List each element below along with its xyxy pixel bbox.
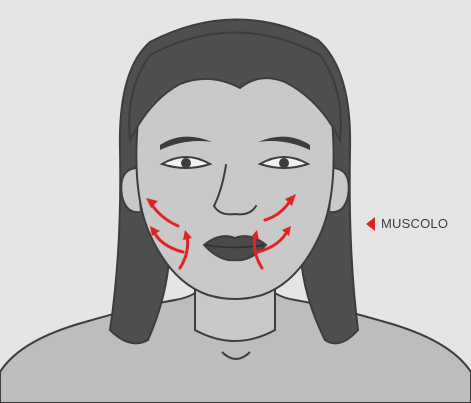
muscle-label-text: MUSCOLO	[381, 216, 448, 231]
triangle-left-icon	[366, 217, 375, 231]
right-iris	[279, 158, 289, 168]
left-iris	[181, 158, 191, 168]
face	[136, 62, 333, 299]
muscle-label: MUSCOLO	[366, 216, 448, 231]
